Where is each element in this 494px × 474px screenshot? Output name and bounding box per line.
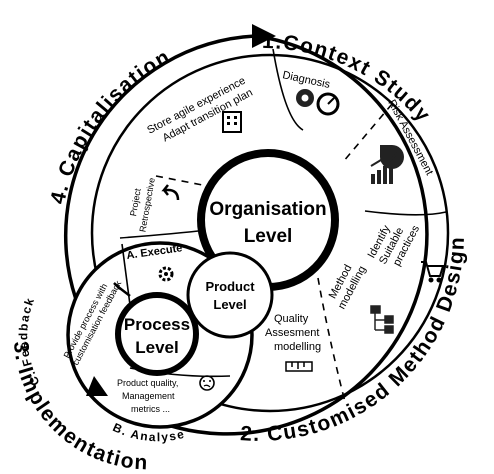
label-product-quality: Product quality, [117,378,178,388]
building-icon [222,111,242,133]
label-quality: Quality [274,313,309,325]
process-level-title: Process [124,315,190,334]
segment-separators [119,48,447,403]
diagnosis-icons [296,89,340,116]
ruler-icon [285,361,313,372]
arrowhead-top [252,24,276,48]
middle-ring [90,53,450,413]
product-level-title: Product [205,279,255,294]
product-level-subtitle: Level [213,297,246,312]
settings-gear-icon [158,266,174,282]
organisation-level-title: Organisation [209,199,326,220]
process-level-circle [115,292,199,376]
outer-cycle-arrow [64,24,429,436]
undo-arrow-icon [161,184,180,201]
gauge-icon [316,92,340,116]
project-retrospective-label: Project Retrospective [128,177,157,233]
hierarchy-icon [370,305,394,334]
metrics-label: Product quality, Management metrics ... [117,378,178,414]
label-qa-modelling: modelling [274,341,321,353]
process-level-subtitle: Level [135,338,178,357]
label-metrics: metrics ... [131,404,170,414]
label-project: Project [128,187,143,217]
method-modelling-label: Method modelling [327,263,369,312]
label-assessment: Assesment [265,327,319,339]
label-retrospective: Retrospective [137,177,156,233]
identify-practices-label: Identify Suitable practices [366,223,423,268]
risk-chart-icon [370,145,404,184]
label-diagnosis: Diagnosis [281,69,331,91]
wrench-icon [113,282,131,297]
product-level-circle [186,251,274,339]
label-management: Management [122,391,175,401]
organisation-level-subtitle: Level [244,226,293,247]
cart-icon [421,261,445,283]
quality-assessment-label: Quality Assesment modelling [265,313,321,353]
implementation-arrowhead [86,376,108,396]
face-icon [199,375,215,391]
